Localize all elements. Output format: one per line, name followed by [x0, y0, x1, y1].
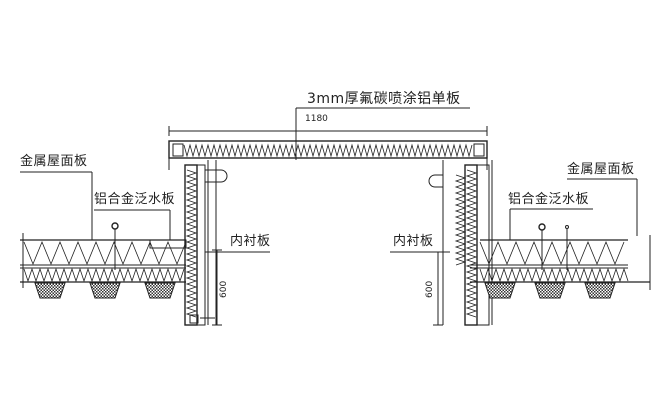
- left-parapet: [184, 160, 228, 326]
- left-lining-label: 内衬板: [230, 234, 271, 249]
- purlin-5: [534, 282, 566, 299]
- purlin-6: [584, 282, 616, 299]
- right-roof-assembly: [470, 235, 651, 290]
- right-roof-panel-label: 金属屋面板: [567, 162, 635, 177]
- right-parapet: [428, 160, 493, 326]
- right-height-dimension: 600: [425, 280, 435, 298]
- purlin-3: [144, 282, 176, 299]
- right-flashing-label: 铝合金泛水板: [508, 192, 590, 207]
- purlins: [34, 282, 616, 299]
- width-dimension: 1180: [305, 114, 328, 124]
- left-height-dimension-line: [212, 249, 222, 326]
- left-roof-panel-label: 金属屋面板: [20, 154, 88, 169]
- top-panel-label: 3mm厚氟碳喷涂铝单板: [307, 91, 461, 107]
- purlin-4: [484, 282, 516, 299]
- left-roof-panel-leader: [20, 171, 93, 240]
- right-height-dimension-line: [433, 252, 443, 326]
- width-dimension-line: [168, 126, 488, 136]
- left-height-dimension: 600: [219, 280, 229, 298]
- left-flashing-leader: [94, 209, 171, 240]
- right-flashing-leader: [509, 208, 593, 240]
- top-cap-panel: [168, 140, 488, 170]
- left-flashing-label: 铝合金泛水板: [94, 192, 176, 207]
- purlin-2: [89, 282, 121, 299]
- right-roof-panel-leader: [567, 178, 638, 236]
- purlin-1: [34, 282, 66, 299]
- right-lining-label: 内衬板: [393, 234, 434, 249]
- left-roof-assembly: [20, 233, 187, 288]
